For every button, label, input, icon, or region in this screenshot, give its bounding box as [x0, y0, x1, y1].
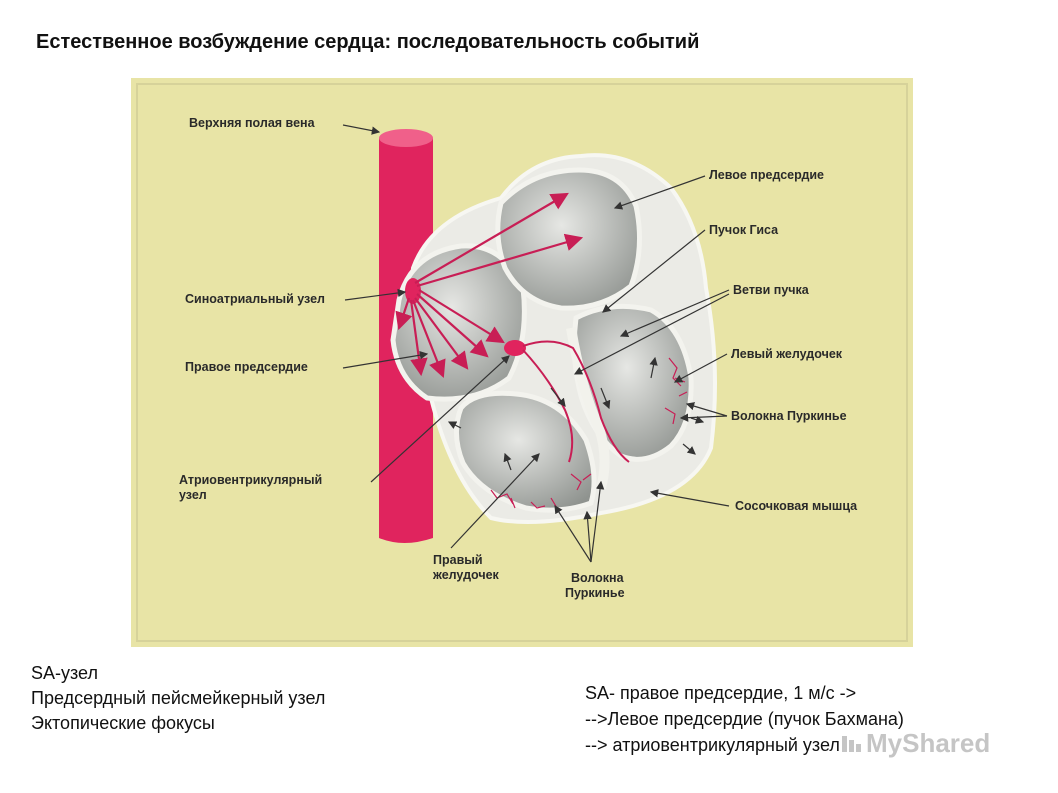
note-sequence-2: -->Левое предсердие (пучок Бахмана) [585, 709, 904, 729]
label-av-node-2: узел [179, 488, 207, 502]
flow-arrows [447, 356, 705, 471]
label-right-atrium: Правое предсердие [185, 360, 308, 374]
label-papillary-muscle: Сосочковая мышца [735, 499, 858, 513]
label-purkinje-bottom-2: Пуркинье [565, 586, 625, 600]
note-sequence-3: --> атриовентрикулярный узел [585, 735, 840, 755]
label-left-atrium: Левое предсердие [709, 168, 824, 182]
notes-left: SA-узел Предсердный пейсмейкерный узел Э… [31, 661, 325, 736]
left-atrium [495, 167, 643, 311]
heart-conduction-diagram: Верхняя полая вена Левое предсердие Пучо… [131, 78, 913, 647]
label-his-bundle: Пучок Гиса [709, 223, 779, 237]
sa-conduction-arrows [395, 192, 584, 379]
label-purkinje-bottom-1: Волокна [571, 571, 625, 585]
note-sa-node: SA-узел [31, 663, 98, 683]
label-purkinje-right: Волокна Пуркинье [731, 409, 847, 423]
interventricular-septum [566, 327, 610, 490]
notes-right: SA- правое предсердие, 1 м/с -> -->Левое… [585, 680, 904, 758]
watermark-text: MyShared [866, 728, 991, 758]
watermark-logo-icon [842, 736, 861, 752]
diagram-frame [136, 83, 908, 642]
note-sequence-1: SA- правое предсердие, 1 м/с -> [585, 683, 857, 703]
label-superior-vena-cava: Верхняя полая вена [189, 116, 316, 130]
label-av-node-1: Атриовентрикулярный [179, 473, 322, 487]
his-bundle-branches [522, 340, 630, 463]
note-atrial-pacemaker: Предсердный пейсмейкерный узел [31, 688, 326, 708]
label-left-ventricle: Левый желудочек [731, 347, 843, 361]
av-node [504, 340, 526, 356]
label-sa-node: Синоатриальный узел [185, 292, 325, 306]
leader-lines [342, 124, 730, 563]
label-bundle-branches: Ветви пучка [733, 283, 810, 297]
heart-diagram-svg: Верхняя полая вена Левое предсердие Пучо… [131, 78, 913, 647]
left-ventricle [571, 303, 694, 462]
label-right-ventricle-1: Правый [433, 553, 483, 567]
right-ventricle [454, 390, 597, 513]
page-title: Естественное возбуждение сердца: последо… [36, 31, 700, 53]
note-ectopic-foci: Эктопические фокусы [31, 713, 215, 733]
sa-node [405, 278, 421, 304]
label-right-ventricle-2: желудочек [432, 568, 500, 582]
